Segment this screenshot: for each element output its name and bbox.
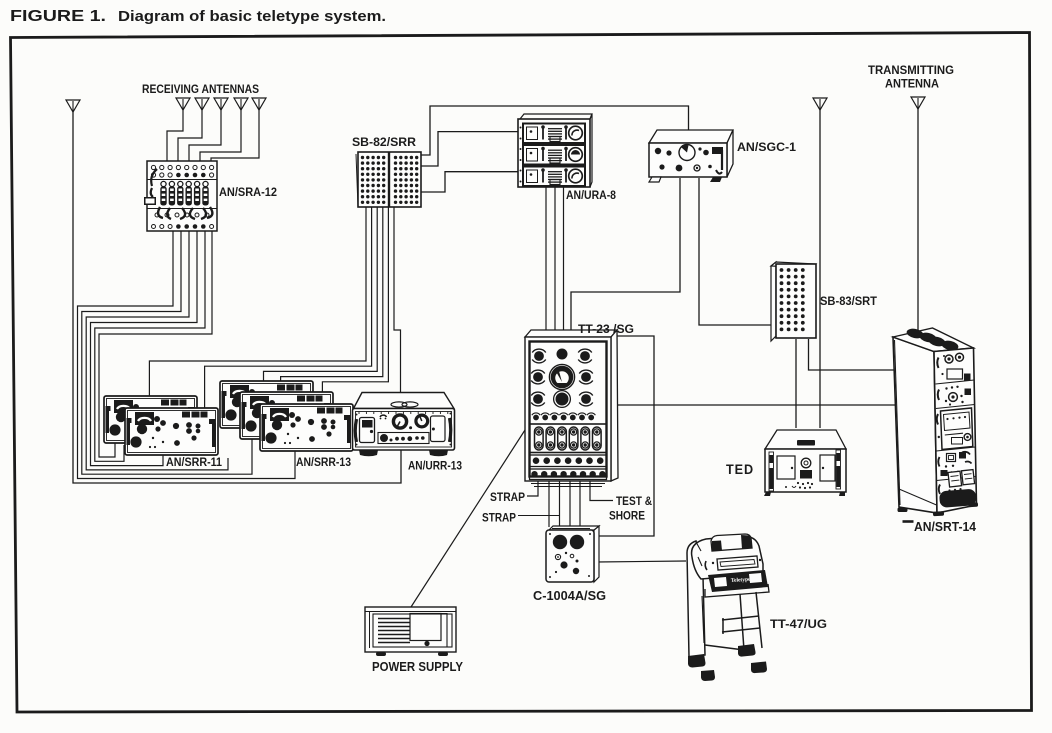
svg-text:TRANSMITTING: TRANSMITTING	[868, 65, 954, 77]
svg-text:STRAP: STRAP	[490, 492, 525, 504]
svg-text:POWER SUPPLY: POWER SUPPLY	[372, 659, 463, 674]
svg-text:C-1004A/SG: C-1004A/SG	[533, 588, 606, 603]
svg-text:TEST &: TEST &	[616, 496, 652, 508]
svg-text:AN/SRT-14: AN/SRT-14	[914, 520, 976, 534]
svg-text:RECEIVING ANTENNAS: RECEIVING ANTENNAS	[142, 84, 259, 96]
svg-text:TT-23 /SG: TT-23 /SG	[578, 322, 634, 336]
svg-text:AN/URR-13: AN/URR-13	[408, 459, 462, 473]
svg-text:AN/SRA-12: AN/SRA-12	[219, 185, 277, 199]
svg-text:Teletype: Teletype	[731, 577, 752, 584]
svg-text:STRAP: STRAP	[482, 513, 516, 525]
svg-text:Diagram of basic teletype syst: Diagram of basic teletype system.	[118, 8, 386, 25]
svg-text:FIGURE 1.: FIGURE 1.	[10, 8, 106, 25]
svg-text:AN/SRR-11: AN/SRR-11	[166, 455, 222, 469]
svg-text:SB-82/SRR: SB-82/SRR	[352, 135, 416, 149]
svg-text:TT-47/UG: TT-47/UG	[770, 617, 827, 631]
svg-text:TED: TED	[726, 461, 754, 477]
svg-text:AN/SRR-13: AN/SRR-13	[296, 455, 351, 469]
svg-text:SB-83/SRT: SB-83/SRT	[820, 294, 878, 308]
svg-text:AN/SGC-1: AN/SGC-1	[737, 140, 796, 154]
svg-text:ANTENNA: ANTENNA	[885, 79, 939, 91]
svg-text:SHORE: SHORE	[609, 511, 645, 523]
svg-text:AN/URA-8: AN/URA-8	[566, 188, 616, 202]
